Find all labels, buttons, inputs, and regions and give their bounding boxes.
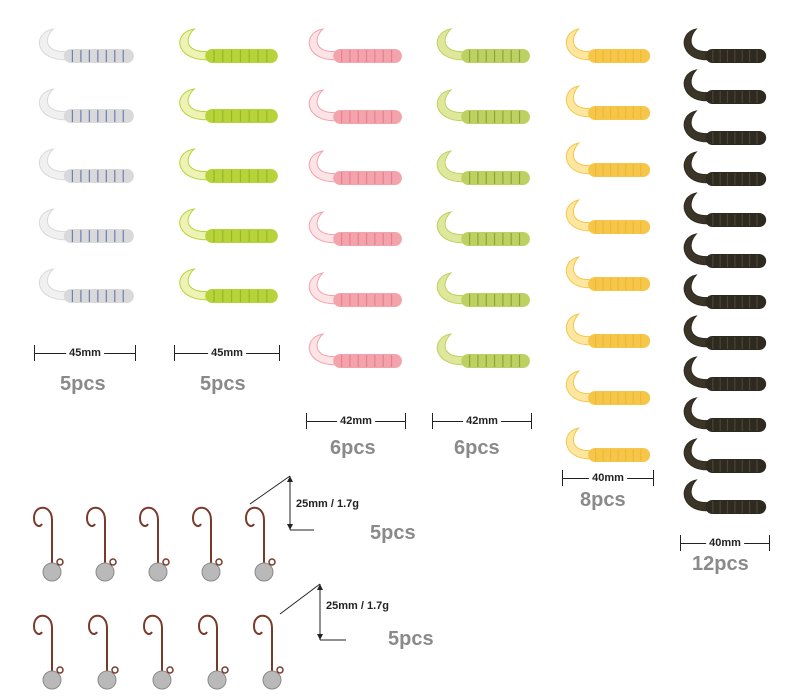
- grub-lure: [683, 69, 767, 104]
- grub-lure: [565, 142, 651, 177]
- grub-lure: [565, 85, 651, 120]
- count-label: 6pcs: [330, 437, 376, 459]
- lure-group-yellow: 40mm 8pcs: [558, 25, 658, 520]
- grub-lure: [683, 397, 767, 432]
- dimension-marker: 40mm: [562, 470, 654, 486]
- jig-head-hook: [197, 614, 229, 690]
- size-label: 40mm: [589, 470, 627, 486]
- grub-lure: [565, 370, 651, 405]
- grub-lure: [179, 88, 278, 123]
- grub-lure: [565, 28, 651, 63]
- count-label: 8pcs: [580, 489, 626, 511]
- lure-group-chartreuse: 45mm 5pcs: [170, 25, 285, 405]
- grub-lure: [436, 272, 530, 307]
- dimension-marker: 45mm: [174, 345, 280, 361]
- count-label: 5pcs: [388, 628, 434, 650]
- size-label: 40mm: [706, 535, 744, 551]
- grub-lure: [565, 313, 651, 348]
- grub-lure: [308, 28, 402, 63]
- grub-lure: [683, 110, 767, 145]
- jig-head-hook: [244, 506, 276, 582]
- grub-lure: [38, 208, 134, 243]
- grub-lure: [38, 28, 134, 63]
- count-label: 12pcs: [692, 553, 749, 575]
- size-label: 45mm: [208, 345, 246, 361]
- grub-lure: [179, 28, 278, 63]
- grub-lure: [308, 333, 402, 368]
- grub-lure: [683, 274, 767, 309]
- grub-lure: [38, 268, 134, 303]
- grub-lure: [683, 28, 767, 63]
- jig-head-hook: [87, 614, 119, 690]
- jig-head-hook: [32, 614, 64, 690]
- grub-lure: [436, 150, 530, 185]
- grub-lure: [308, 272, 402, 307]
- grub-lure: [683, 438, 767, 473]
- grub-lure: [565, 427, 651, 462]
- lure-group-dark-brown: 40mm 12pcs: [676, 25, 776, 580]
- grub-lure: [308, 89, 402, 124]
- jig-head-row-2: 25mm / 1.7g 5pcs: [30, 578, 450, 690]
- jig-head-hook: [142, 614, 174, 690]
- grub-lure: [179, 208, 278, 243]
- count-label: 5pcs: [370, 522, 416, 544]
- lure-group-clear-glitter: 45mm 5pcs: [30, 25, 140, 405]
- size-label: 42mm: [337, 413, 375, 429]
- jig-spec-label: 25mm / 1.7g: [296, 498, 359, 510]
- grub-lure: [308, 211, 402, 246]
- dimension-marker: 42mm: [432, 413, 532, 429]
- spec-dimension-marker: [249, 475, 314, 531]
- jig-head-hook: [32, 506, 64, 582]
- grub-lure: [38, 148, 134, 183]
- grub-lure: [179, 148, 278, 183]
- grub-lure: [38, 88, 134, 123]
- grub-lure: [683, 192, 767, 227]
- dimension-marker: 40mm: [680, 535, 770, 551]
- jig-head-row-1: 25mm / 1.7g 5pcs: [30, 470, 430, 582]
- grub-lure: [308, 150, 402, 185]
- lure-group-pink: 42mm 6pcs: [300, 25, 410, 465]
- grub-lure: [683, 479, 767, 514]
- size-label: 42mm: [463, 413, 501, 429]
- size-label: 45mm: [66, 345, 104, 361]
- grub-lure: [683, 315, 767, 350]
- grub-lure: [436, 333, 530, 368]
- count-label: 5pcs: [60, 373, 106, 395]
- grub-lure: [436, 89, 530, 124]
- grub-lure: [565, 199, 651, 234]
- grub-lure: [683, 356, 767, 391]
- spec-dimension-marker: [279, 583, 346, 641]
- jig-head-hook: [191, 506, 223, 582]
- lure-group-green-glitter: 42mm 6pcs: [428, 25, 538, 465]
- grub-lure: [436, 28, 530, 63]
- grub-lure: [179, 268, 278, 303]
- grub-lure: [436, 211, 530, 246]
- jig-spec-label: 25mm / 1.7g: [326, 600, 389, 612]
- jig-head-hook: [85, 506, 117, 582]
- grub-lure: [683, 233, 767, 268]
- jig-head-hook: [138, 506, 170, 582]
- grub-lure: [683, 151, 767, 186]
- count-label: 5pcs: [200, 373, 246, 395]
- grub-lure: [565, 256, 651, 291]
- dimension-marker: 45mm: [34, 345, 136, 361]
- count-label: 6pcs: [454, 437, 500, 459]
- dimension-marker: 42mm: [306, 413, 406, 429]
